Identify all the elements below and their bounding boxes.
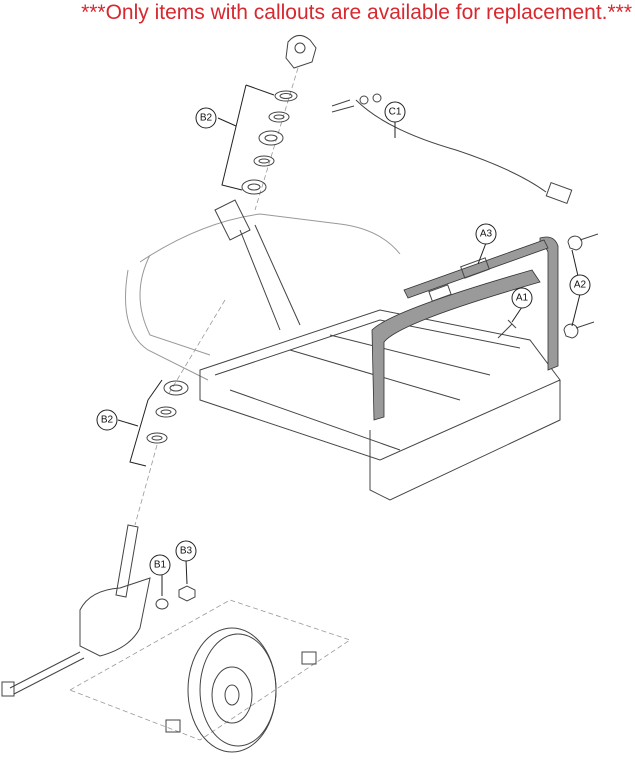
callout-label: B1 (154, 560, 167, 571)
callout-b2-lower[interactable]: B2 (96, 409, 118, 431)
callout-label: B2 (200, 113, 213, 124)
washer-b1 (155, 598, 169, 610)
callout-b3[interactable]: B3 (175, 540, 197, 562)
callout-label: C1 (389, 107, 402, 118)
callout-label: B3 (180, 546, 193, 557)
callout-a1[interactable]: A1 (511, 287, 533, 309)
callout-c1[interactable]: C1 (384, 101, 406, 123)
callout-label: A3 (480, 229, 493, 240)
lower-bearing-set (146, 380, 189, 444)
callout-label: B2 (101, 415, 114, 426)
replacement-notice: ***Only items with callouts are availabl… (81, 1, 632, 24)
callout-b1[interactable]: B1 (149, 554, 171, 576)
bolt-a1 (497, 319, 517, 339)
upper-bearing-set (241, 90, 298, 195)
callout-label: A2 (574, 280, 587, 291)
scooter-frame (125, 199, 561, 501)
callout-a2[interactable]: A2 (569, 274, 591, 296)
seat-straps (371, 236, 559, 421)
callout-b2-upper[interactable]: B2 (195, 107, 217, 129)
callout-label: A1 (516, 293, 529, 304)
tiller-head (285, 35, 317, 69)
front-fork (1, 524, 151, 697)
nut-b3 (178, 585, 196, 602)
bracket-a2 (563, 233, 599, 339)
callout-a3[interactable]: A3 (475, 223, 497, 245)
front-wheel (165, 627, 317, 753)
wire-harness (331, 93, 573, 204)
